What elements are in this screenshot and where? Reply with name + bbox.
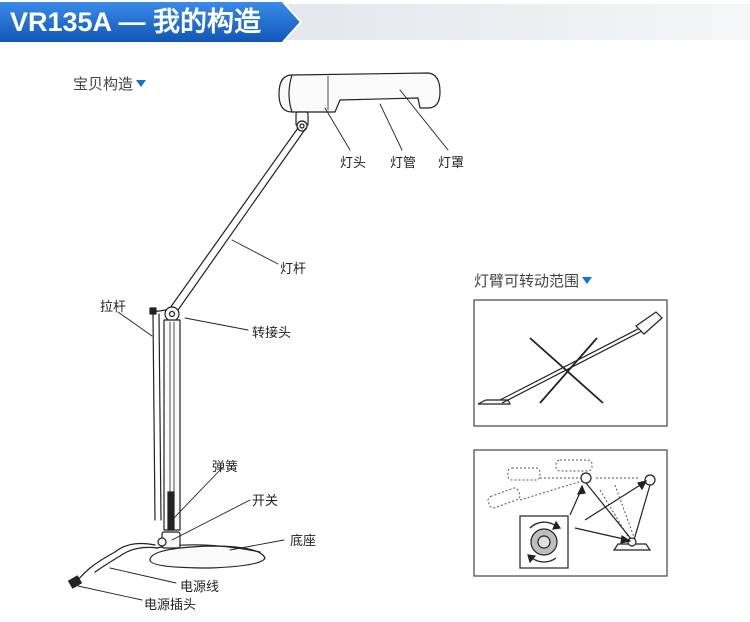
rotation-diagram-restricted: [473, 299, 668, 427]
header-banner-shape: [0, 1, 750, 43]
label-spring: 弹簧: [212, 460, 239, 475]
spring-shape: [167, 491, 175, 531]
pull-rod-shape: [152, 313, 162, 521]
label-switch: 开关: [252, 494, 279, 509]
section-title-rotation: 灯臂可转动范围: [474, 270, 593, 291]
label-pull-rod: 拉杆: [100, 300, 127, 315]
section-title-structure-text: 宝贝构造: [73, 75, 134, 93]
lamp-head-shape: [278, 72, 441, 132]
rotation-diagram-range: [473, 449, 668, 577]
header-banner: VR135A — 我的构造: [0, 0, 750, 44]
triangle-down-icon: [582, 277, 593, 284]
label-lamp-tube: 灯管: [390, 156, 417, 171]
leader-lines: [77, 89, 449, 601]
label-lamp-shade: 灯罩: [438, 156, 465, 171]
label-lamp-rod: 灯杆: [280, 262, 307, 277]
section-title-rotation-text: 灯臂可转动范围: [474, 272, 580, 290]
triangle-down-icon: [136, 80, 147, 87]
label-lamp-head: 灯头: [340, 156, 367, 171]
label-power-cord: 电源线: [180, 580, 220, 595]
page-title: VR135A — 我的构造: [10, 7, 262, 37]
lamp-rod-shape: [169, 127, 307, 311]
label-power-plug: 电源插头: [144, 598, 197, 613]
label-base: 底座: [290, 534, 317, 549]
section-title-structure: 宝贝构造: [73, 73, 147, 94]
base-shape: [149, 531, 266, 569]
label-adapter: 转接头: [252, 326, 292, 341]
power-cord-shape: [68, 542, 159, 589]
adapter-shape: [149, 306, 180, 322]
